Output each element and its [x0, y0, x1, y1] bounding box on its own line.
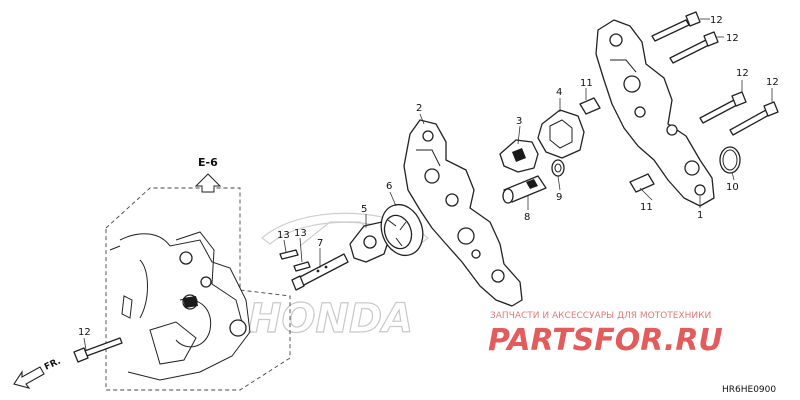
reference-arrow-icon	[194, 173, 222, 193]
part-3-inner-rotor	[499, 139, 539, 173]
callout-11: 11	[580, 78, 593, 89]
part-2-pump-plate	[403, 119, 523, 307]
callout-11: 11	[640, 202, 653, 213]
callout-13: 13	[277, 230, 290, 241]
callout-2: 2	[416, 103, 422, 114]
callout-7: 7	[317, 238, 323, 249]
part-8-collar	[502, 175, 547, 204]
part-9-o-ring	[551, 159, 565, 177]
callout-3: 3	[516, 116, 522, 127]
callout-12: 12	[726, 33, 739, 44]
callout-10: 10	[726, 182, 739, 193]
watermark-subtitle: ЗАПЧАСТИ И АКСЕССУАРЫ ДЛЯ МОТОТЕХНИКИ	[490, 311, 711, 321]
part-4-outer-rotor	[537, 109, 585, 159]
callout-12: 12	[736, 68, 749, 79]
bolt-12-crankcase	[73, 337, 123, 363]
front-direction-indicator: FR.	[13, 357, 62, 389]
leader-lines	[83, 18, 773, 351]
crankcase-section	[105, 187, 291, 391]
callout-5: 5	[361, 204, 367, 215]
front-label: FR.	[43, 357, 62, 373]
reference-label: E-6	[198, 156, 218, 169]
front-arrow-icon	[13, 366, 45, 389]
watermark-brand: PARTSFOR.RU	[488, 323, 723, 358]
callout-12: 12	[766, 77, 779, 88]
callout-6: 6	[386, 181, 392, 192]
part-13-pins	[279, 249, 311, 272]
part-10-o-ring	[719, 146, 741, 174]
callout-4: 4	[556, 87, 562, 98]
diagram-code: HR6HE0900	[722, 385, 776, 395]
part-7-pump-shaft	[291, 253, 349, 291]
callout-labels: 12 12 12 12 12 11 11 10 1 2 3 4 5 6 7 8 …	[78, 15, 779, 338]
part-1-pump-body	[595, 19, 715, 207]
part-11-dowel-pins	[579, 97, 655, 193]
callout-12: 12	[710, 15, 723, 26]
part-12-bolts	[651, 11, 779, 136]
honda-logo-text: HONDA	[248, 296, 413, 342]
honda-background-logo: HONDA	[247, 212, 429, 343]
callout-8: 8	[524, 212, 530, 223]
reference-e6: E-6	[194, 156, 222, 193]
callout-13: 13	[294, 228, 307, 239]
partsfor-watermark: ЗАПЧАСТИ И АКСЕССУАРЫ ДЛЯ МОТОТЕХНИКИ PA…	[488, 311, 723, 358]
callout-9: 9	[556, 192, 562, 203]
callout-1: 1	[697, 210, 703, 221]
part-6-outer-rotor	[380, 203, 424, 257]
callout-12: 12	[78, 327, 91, 338]
